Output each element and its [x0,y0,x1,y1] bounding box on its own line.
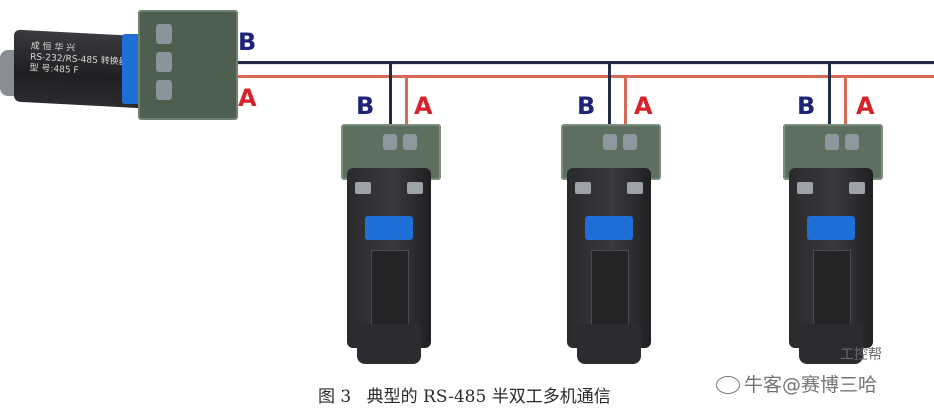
node-1-label-b: B [356,92,375,120]
node-3-db9-plug [799,324,863,364]
bus-line-b [232,61,934,64]
node-2-label-a: A [634,92,653,120]
node-1-logo-icon [365,216,413,240]
bolt-icon [355,182,371,194]
terminal-screw-icon [403,134,417,150]
bolt-icon [575,182,591,194]
terminal-screw-icon [603,134,617,150]
figure-number: 图 3 [318,387,352,407]
bus-label-a: A [238,84,257,112]
terminal-screw-icon [156,80,172,100]
node-3-drop-b [828,61,831,131]
node-2-label-b: B [577,92,596,120]
watermark-logo-icon [716,376,740,394]
node-3-drop-a [844,75,847,131]
converter-logo-icon [122,34,142,104]
terminal-screw-icon [156,52,172,72]
rs232-rs485-converter: 成 恒 华 兴 RS-232/RS-485 转换器 型 号:485 F [0,10,240,120]
terminal-screw-icon [156,24,172,44]
node-2-adapter [561,124,661,364]
node-1-drop-a [405,75,408,131]
bus-label-b: B [238,28,257,56]
watermark-top-text: 工控帮 [840,347,882,363]
bolt-icon [407,182,423,194]
watermark-text: 牛客@赛博三哈 [744,374,878,396]
terminal-screw-icon [623,134,637,150]
node-3-adapter [783,124,883,364]
terminal-screw-icon [825,134,839,150]
figure-caption: 图 3 典型的 RS-485 半双工多机通信 [318,382,621,407]
terminal-screw-icon [845,134,859,150]
figure-title: 典型的 RS-485 半双工多机通信 [366,387,611,407]
node-1-db9-plug [357,324,421,364]
node-3-label-a: A [856,92,875,120]
bolt-icon [627,182,643,194]
bus-line-a [232,75,934,78]
node-2-db9-plug [577,324,641,364]
node-1-label-a: A [414,92,433,120]
node-1-adapter [341,124,441,364]
node-2-drop-b [608,61,611,131]
bolt-icon [797,182,813,194]
converter-terminal-block [138,10,238,120]
node-2-logo-icon [585,216,633,240]
node-2-drop-a [624,75,627,131]
node-3-logo-icon [807,216,855,240]
node-1-drop-b [389,61,392,131]
node-3-label-b: B [797,92,816,120]
terminal-screw-icon [383,134,397,150]
converter-label: 成 恒 华 兴 RS-232/RS-485 转换器 型 号:485 F [29,41,128,79]
bus-line-b-shadow [232,64,934,65]
bolt-icon [849,182,865,194]
